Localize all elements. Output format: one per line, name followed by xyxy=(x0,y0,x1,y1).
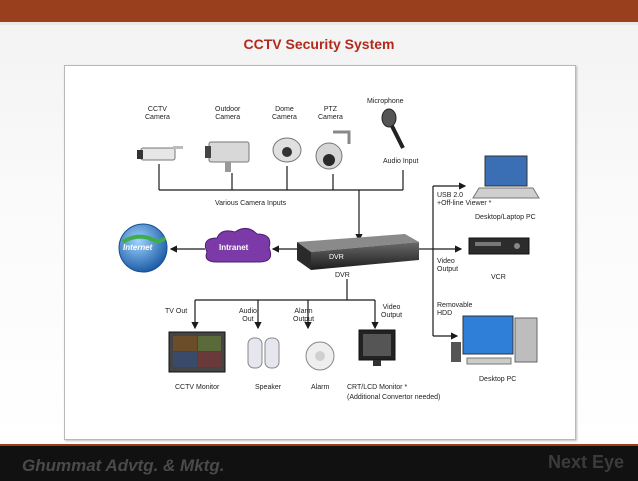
vcr-icon xyxy=(468,237,530,255)
label-outdoor-camera: Outdoor Camera xyxy=(215,106,241,121)
microphone-icon xyxy=(381,108,405,149)
label-audio-out: Audio Out xyxy=(239,308,257,323)
label-video-output-bottom: Video Output xyxy=(381,304,403,319)
footer-bar xyxy=(0,444,638,481)
label-audio-input: Audio Input xyxy=(383,158,419,165)
label-ptz-camera: PTZ Camera xyxy=(318,106,343,121)
alarm-icon xyxy=(305,341,335,371)
label-tv-out: TV Out xyxy=(165,308,188,315)
label-internet: Internet xyxy=(123,243,153,252)
label-cctv-camera: CCTV Camera xyxy=(145,106,170,121)
label-microphone: Microphone xyxy=(367,98,404,105)
cctv-diagram: CCTV Camera Outdoor Camera Dome Camera P… xyxy=(64,65,576,440)
label-various-inputs: Various Camera Inputs xyxy=(215,200,287,207)
label-cctv-monitor: CCTV Monitor xyxy=(175,384,220,391)
footer-company: Ghummat Advtg. & Mktg. xyxy=(22,456,225,475)
speaker-icon xyxy=(247,337,280,369)
label-desktop-pc: Desktop PC xyxy=(479,376,517,383)
lcd-monitor-icon xyxy=(358,329,396,366)
top-stripe xyxy=(0,22,638,25)
label-convertor-note: (Additional Convertor needed) xyxy=(347,394,441,401)
diagram-graphics xyxy=(118,108,540,373)
dome-camera-icon xyxy=(272,137,302,163)
label-crt-monitor: CRT/LCD Monitor * xyxy=(347,384,408,391)
label-speaker: Speaker xyxy=(255,384,282,391)
intranet-cloud-icon xyxy=(204,228,272,263)
camera-bus xyxy=(158,164,404,242)
label-vcr: VCR xyxy=(491,274,506,281)
label-usb: USB 2.0 +Off-line Viewer * xyxy=(437,192,492,207)
label-video-output-right: Video Output xyxy=(437,258,459,273)
ptz-camera-icon xyxy=(315,130,351,170)
label-alarm: Alarm xyxy=(311,384,330,391)
cctv-camera-icon xyxy=(137,146,183,161)
laptop-icon xyxy=(472,155,540,199)
label-alarm-output: Alarm Output xyxy=(293,308,315,323)
label-dvr-face: DVR xyxy=(329,254,344,261)
right-outputs xyxy=(419,182,467,340)
dvr-icon xyxy=(297,234,419,270)
footer-brand: Next Eye xyxy=(547,452,624,472)
label-desktop-laptop: Desktop/Laptop PC xyxy=(475,214,536,221)
desktop-pc-icon xyxy=(451,315,538,365)
slide-title: CCTV Security System xyxy=(243,36,395,52)
label-dome-camera: Dome Camera xyxy=(272,106,297,121)
top-bar xyxy=(0,0,638,23)
label-dvr: DVR xyxy=(335,272,350,279)
label-intranet: Intranet xyxy=(219,243,249,252)
label-removable-hdd: Removable HDD xyxy=(437,302,473,317)
bottom-outputs xyxy=(191,279,379,330)
cctv-monitor-icon xyxy=(168,331,226,373)
outdoor-camera-icon xyxy=(205,141,250,172)
internet-icon xyxy=(118,223,168,273)
